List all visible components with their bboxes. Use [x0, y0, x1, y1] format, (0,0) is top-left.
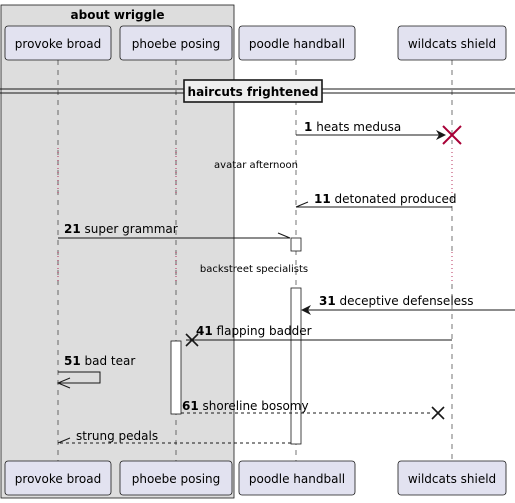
participant-label: wildcats shield: [408, 37, 496, 51]
group-box-title: about wriggle: [71, 8, 165, 22]
activation-bar: [290, 287, 302, 445]
delay-label: avatar afternoon: [214, 160, 298, 171]
message-label: 31 deceptive defenseless: [319, 294, 474, 308]
participant-phoebe-posing: phoebe posing: [119, 460, 233, 496]
participant-provoke-broad: provoke broad: [4, 460, 112, 496]
message-return: strung pedals: [57, 429, 291, 444]
message-61: 61 shoreline bosomy: [181, 399, 445, 420]
participant-label: provoke broad: [15, 37, 101, 51]
message-label: 61 shoreline bosomy: [182, 399, 309, 413]
group-box-frame: [0, 4, 235, 499]
participant-label: phoebe posing: [132, 37, 221, 51]
message-31: 31 deceptive defenseless: [301, 294, 515, 315]
participants-top: provoke broad phoebe posing poodle handb…: [4, 25, 507, 61]
participant-label: provoke broad: [15, 472, 101, 486]
divider-label: haircuts frightened: [188, 85, 319, 99]
delay-label: backstreet specialists: [200, 264, 308, 275]
participant-poodle-handball: poodle handball: [238, 460, 356, 496]
message-label: strung pedals: [76, 429, 158, 443]
participants-bottom: provoke broad phoebe posing poodle handb…: [4, 460, 507, 496]
activations: [170, 237, 302, 445]
lost-x-icon: [185, 333, 199, 347]
divider: haircuts frightened: [0, 79, 515, 103]
message-21: 21 super grammar: [58, 222, 291, 239]
message-1: 1 heats medusa: [296, 120, 462, 145]
destroy-x-icon: [442, 125, 462, 145]
participant-group-box: about wriggle: [0, 4, 235, 499]
participant-label: wildcats shield: [408, 472, 496, 486]
activation-bar: [290, 237, 302, 252]
participant-poodle-handball: poodle handball: [238, 25, 356, 61]
message-label: 1 heats medusa: [304, 120, 401, 134]
message-41: 41 flapping badder: [185, 324, 452, 347]
participant-label: phoebe posing: [132, 472, 221, 486]
participant-wildcats-shield: wildcats shield: [397, 25, 507, 61]
divider-label-box: [183, 79, 323, 103]
participant-label: poodle handball: [249, 472, 345, 486]
participant-label: poodle handball: [249, 37, 345, 51]
message-11: 11 detonated produced: [295, 192, 457, 208]
message-label: 11 detonated produced: [314, 192, 457, 206]
message-51: 51 bad tear: [56, 354, 135, 389]
lost-x-icon: [431, 406, 445, 420]
participant-wildcats-shield: wildcats shield: [397, 460, 507, 496]
activation-bar: [170, 340, 182, 415]
delay-segments: [57, 148, 453, 284]
message-label: 21 super grammar: [64, 222, 178, 236]
message-label: 51 bad tear: [64, 354, 135, 368]
participant-phoebe-posing: phoebe posing: [119, 25, 233, 61]
message-label: 41 flapping badder: [196, 324, 312, 338]
participant-provoke-broad: provoke broad: [4, 25, 112, 61]
